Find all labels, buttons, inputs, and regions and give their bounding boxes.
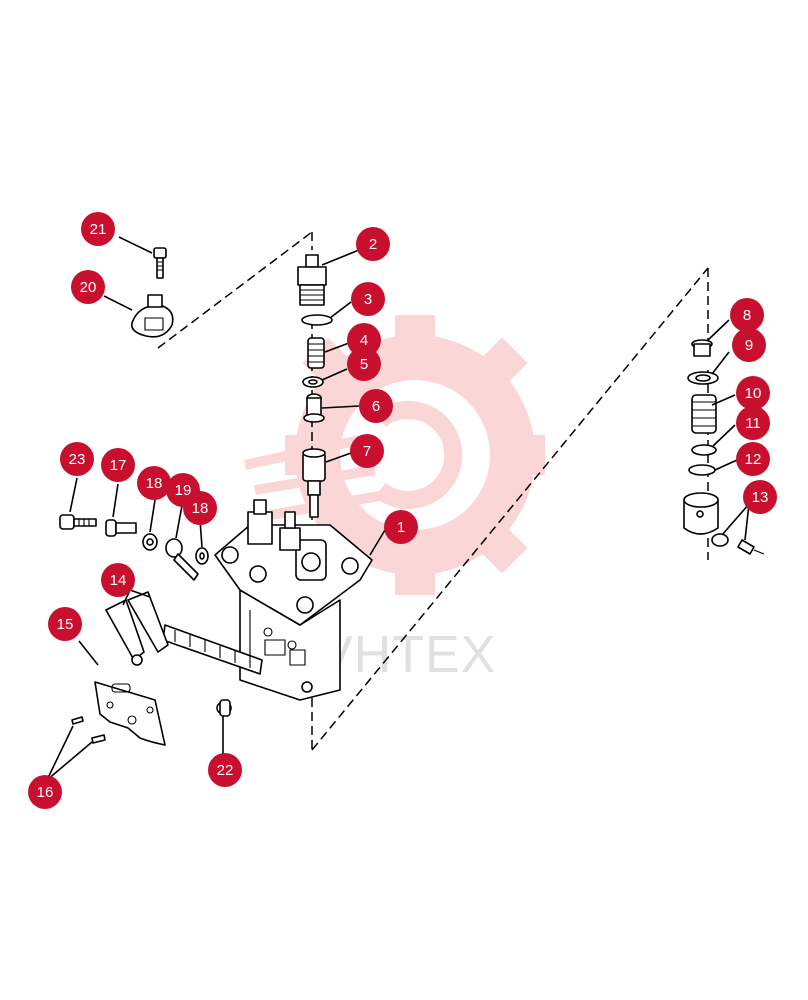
callout-badge xyxy=(71,270,105,304)
callout-badge xyxy=(101,448,135,482)
callout-6: 6 xyxy=(359,389,393,423)
callout-number: 14 xyxy=(110,572,127,589)
spring-seat-lower-part xyxy=(691,444,717,456)
plunger-barrel-part xyxy=(302,448,326,518)
cover-plate-part xyxy=(94,681,166,746)
washer-18b-part xyxy=(195,547,209,565)
roller-pin-part xyxy=(737,539,765,555)
callout-badge xyxy=(208,753,242,787)
hex-bolt-part xyxy=(59,514,97,530)
callout-number: 9 xyxy=(745,337,753,354)
callout-number: 1 xyxy=(397,519,405,536)
plunger-spring-part xyxy=(691,394,717,434)
spring-seat-upper-part xyxy=(691,339,713,357)
callout-number: 19 xyxy=(175,482,192,499)
lever-part xyxy=(165,538,199,581)
control-rack-part xyxy=(105,591,263,675)
cover-screws-part xyxy=(71,716,106,744)
callout-23: 23 xyxy=(60,442,94,476)
callout-21: 21 xyxy=(81,212,115,246)
callout-badge xyxy=(137,466,171,500)
callout-number: 11 xyxy=(745,415,761,432)
callout-badge xyxy=(101,563,135,597)
callout-4: 4 xyxy=(347,323,381,357)
callout-22: 22 xyxy=(208,753,242,787)
washer-part xyxy=(302,376,324,388)
callout-16: 16 xyxy=(28,775,62,809)
spring-seat-washer-part xyxy=(687,371,719,385)
callout-badge xyxy=(350,434,384,468)
callout-badge xyxy=(48,607,82,641)
callout-number: 17 xyxy=(110,457,127,474)
callout-number: 2 xyxy=(369,236,377,253)
callout-badge xyxy=(743,480,777,514)
callout-9: 9 xyxy=(732,328,766,362)
callout-11: 11 xyxy=(736,406,770,440)
callout-number: 8 xyxy=(743,307,751,324)
callout-number: 18 xyxy=(146,475,163,492)
callout-13: 13 xyxy=(743,480,777,514)
callout-number: 22 xyxy=(217,762,234,779)
callout-8: 8 xyxy=(730,298,764,332)
callout-badge xyxy=(347,323,381,357)
callout-badge xyxy=(730,298,764,332)
callout-10: 10 xyxy=(736,376,770,410)
callout-number: 5 xyxy=(360,356,368,373)
callout-number: 15 xyxy=(57,616,74,633)
callout-15: 15 xyxy=(48,607,82,641)
tappet-part xyxy=(683,492,719,535)
callout-badge xyxy=(347,347,381,381)
callout-number: 13 xyxy=(752,489,769,506)
plug-part xyxy=(216,699,232,717)
callout-number: 3 xyxy=(364,291,372,308)
callout-badge xyxy=(736,376,770,410)
pump-body-part xyxy=(214,499,373,701)
callout-number: 6 xyxy=(372,398,380,415)
callout-number: 20 xyxy=(80,279,97,296)
callout-18b: 18 xyxy=(183,491,217,525)
callout-7: 7 xyxy=(350,434,384,468)
callout-badge xyxy=(732,328,766,362)
callout-number: 21 xyxy=(90,221,107,238)
callout-number: 12 xyxy=(745,451,762,468)
callout-5: 5 xyxy=(347,347,381,381)
roller-part xyxy=(711,533,729,547)
callout-number: 7 xyxy=(363,443,371,460)
callout-number: 23 xyxy=(69,451,86,468)
pivot-pin-part xyxy=(105,519,137,537)
callout-badge xyxy=(736,442,770,476)
bracket-part xyxy=(130,294,174,338)
callout-number: 4 xyxy=(360,332,368,349)
valve-spring-part xyxy=(307,337,325,369)
watermark-text: VHTEX xyxy=(318,626,496,684)
callout-badge xyxy=(351,282,385,316)
bracket-bolt-part xyxy=(153,247,167,279)
callout-18a: 18 xyxy=(137,466,171,500)
callout-badge xyxy=(384,510,418,544)
callout-badge xyxy=(183,491,217,525)
shim-part xyxy=(688,464,716,476)
callout-badge xyxy=(81,212,115,246)
callout-number: 10 xyxy=(745,385,762,402)
callout-14: 14 xyxy=(101,563,135,597)
callout-badge xyxy=(28,775,62,809)
callout-1: 1 xyxy=(384,510,418,544)
washer-18a-part xyxy=(142,533,158,551)
delivery-valve-holder-part xyxy=(297,254,327,306)
callout-badge xyxy=(356,227,390,261)
callout-20: 20 xyxy=(71,270,105,304)
o-ring-part xyxy=(301,314,333,326)
callout-badge xyxy=(359,389,393,423)
callout-2: 2 xyxy=(356,227,390,261)
callout-3: 3 xyxy=(351,282,385,316)
callout-badge xyxy=(736,406,770,440)
delivery-valve-part xyxy=(303,393,325,423)
callout-badge xyxy=(60,442,94,476)
callout-number: 18 xyxy=(192,500,209,517)
callout-17: 17 xyxy=(101,448,135,482)
callout-12: 12 xyxy=(736,442,770,476)
callout-number: 16 xyxy=(37,784,54,801)
